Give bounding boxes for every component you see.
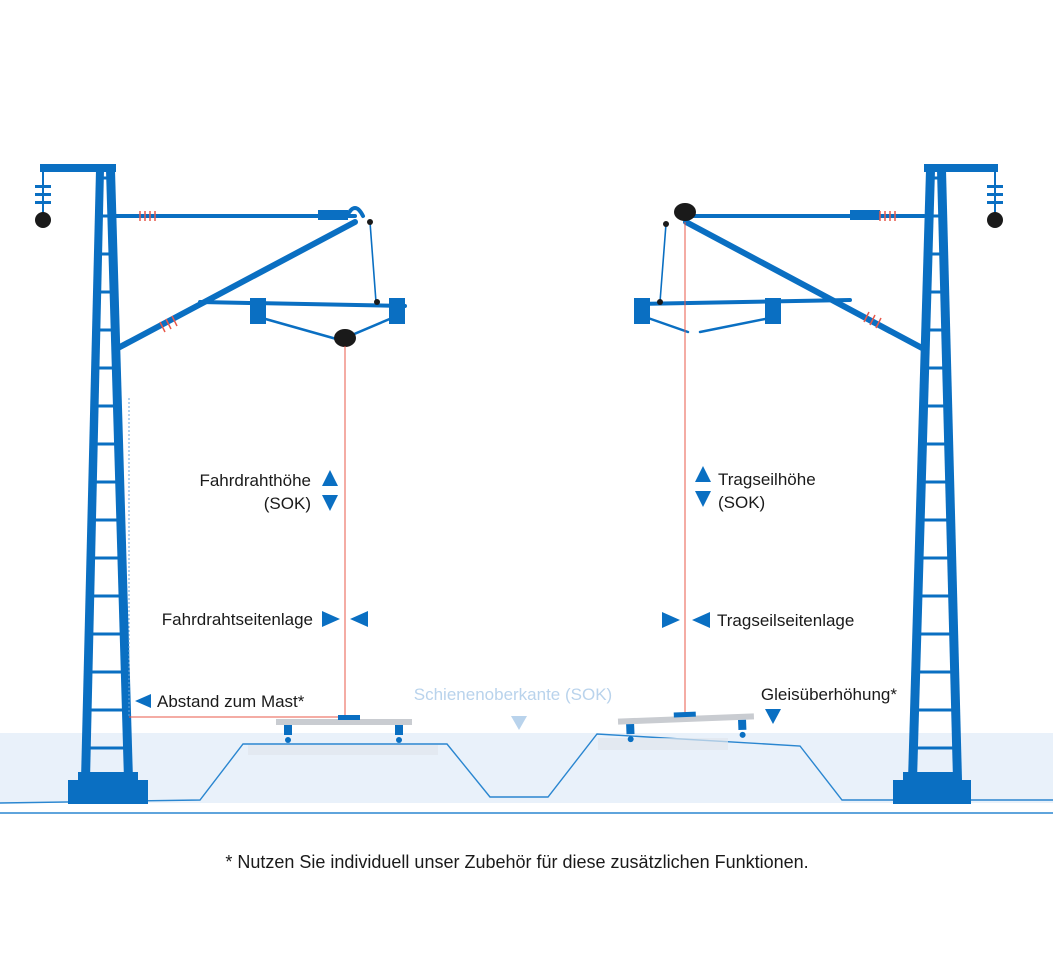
right-mast-top-beam (924, 164, 998, 172)
triangle-left-icon (135, 694, 151, 708)
triangle-down-icon (765, 709, 781, 724)
messenger-wire-stagger-label: Tragseilseitenlage (717, 611, 854, 630)
left-mast-leg-outer (81, 170, 104, 780)
right-mast-foot (893, 780, 971, 804)
contact-wire-height-label-line2: (SOK) (264, 494, 311, 513)
rail-top-edge-label: Schienenoberkante (SOK) (414, 685, 612, 704)
left-mast-base (78, 772, 138, 782)
left-cantilever-insulators (139, 211, 178, 333)
ballast-right-hatch (598, 738, 728, 750)
right-cantilever (634, 210, 926, 351)
contact-wire-height-label-line1: Fahrdrahthöhe (199, 471, 311, 490)
right-mast-leg-inner (908, 170, 935, 780)
left-insulator-icon (35, 185, 51, 228)
right-mast (893, 164, 1003, 804)
cant-label: Gleisüberhöhung* (761, 685, 897, 704)
left-contact-wire-clamp (334, 329, 356, 347)
triangle-up-icon (695, 466, 711, 482)
right-mast-base (903, 772, 961, 782)
left-mast-top-beam (40, 164, 116, 172)
right-cantilever-insulators (863, 211, 896, 329)
triangle-right-icon (322, 611, 340, 627)
ballast-left-hatch (248, 745, 438, 755)
triangle-down-icon (695, 491, 711, 507)
left-mast-foot (68, 780, 148, 804)
left-cantilever (114, 206, 407, 351)
footnote: * Nutzen Sie individuell unser Zubehör f… (225, 852, 808, 872)
right-track (617, 711, 755, 743)
right-mast-leg-outer (937, 170, 962, 780)
contact-wire-stagger-label: Fahrdrahtseitenlage (162, 610, 313, 629)
messenger-wire-height-label-line1: Tragseilhöhe (718, 470, 816, 489)
triangle-up-icon (322, 470, 338, 486)
triangle-down-icon (511, 716, 527, 730)
distance-to-mast-label: Abstand zum Mast* (157, 692, 305, 711)
left-mast (35, 164, 148, 804)
right-insulator-icon (987, 185, 1003, 228)
triangle-right-icon (662, 612, 680, 628)
right-messenger-wire-clamp (674, 203, 696, 221)
triangle-left-icon (692, 612, 710, 628)
triangle-down-icon (322, 495, 338, 511)
triangle-left-icon (350, 611, 368, 627)
left-mast-leg-inner (106, 170, 133, 780)
messenger-wire-height-label-line2: (SOK) (718, 493, 765, 512)
ground-band (0, 733, 1053, 803)
left-track (276, 715, 412, 743)
track-bed-profile (0, 733, 1053, 804)
